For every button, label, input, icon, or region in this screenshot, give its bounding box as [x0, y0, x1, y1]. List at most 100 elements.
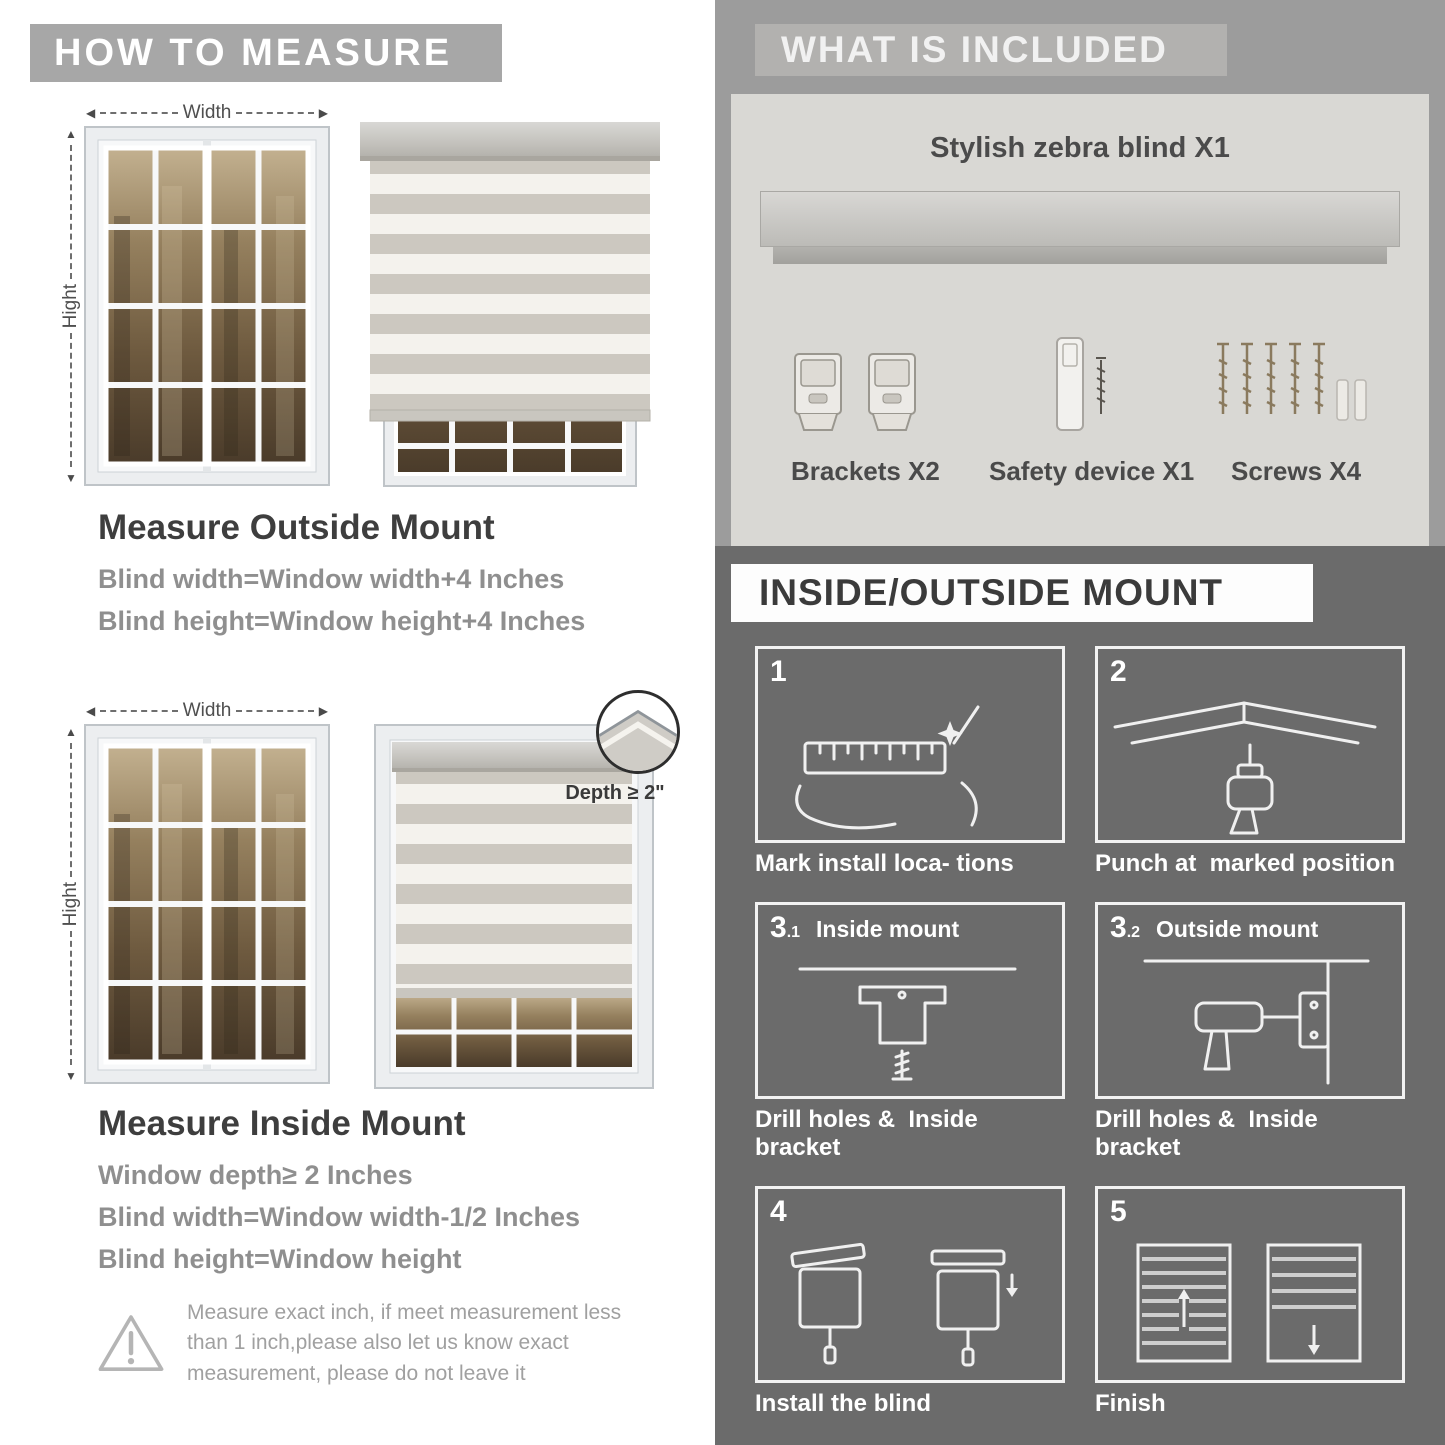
step-3-1: 3 .1 Inside mount	[755, 902, 1065, 1162]
window-illustration	[84, 724, 330, 1084]
step-4: 4	[755, 1186, 1065, 1418]
inside-bracket-illustration	[798, 967, 1017, 1081]
width-label: Width	[182, 700, 232, 721]
step-5-panel: 5	[1095, 1186, 1405, 1383]
step-3-1-caption: Drill holes & Inside bracket	[755, 1106, 985, 1161]
sparkle-icon	[937, 721, 963, 746]
safety-device-icon	[1056, 337, 1106, 431]
what-is-included-header: WHAT IS INCLUDED	[755, 24, 1227, 76]
anchors-icon	[1336, 379, 1367, 421]
finished-blinds-illustration	[1136, 1243, 1362, 1363]
outside-mount-title: Measure Outside Mount	[98, 508, 495, 547]
step-number: 1	[770, 655, 787, 688]
step-2-panel: 2	[1095, 646, 1405, 843]
zebra-blind-outside-illustration	[360, 122, 660, 487]
install-steps-grid: 1	[755, 646, 1405, 1418]
step-5: 5	[1095, 1186, 1405, 1418]
mark-location-illustration	[795, 705, 980, 830]
what-is-included-title: WHAT IS INCLUDED	[781, 29, 1168, 70]
step-3-2-caption: Drill holes & Inside bracket	[1095, 1106, 1325, 1161]
step-4-caption: Install the blind	[755, 1390, 932, 1417]
safety-device-label: Safety device X1	[989, 456, 1195, 486]
outside-mount-figures: ◀ Width ▶ ▲ Hight ▼	[58, 100, 660, 489]
what-is-included-section: WHAT IS INCLUDED Stylish zebra blind X1	[715, 0, 1445, 546]
screws-label: Screws X4	[1231, 456, 1362, 486]
brackets-label: Brackets X2	[791, 456, 940, 486]
outside-height-formula: Blind height=Window height+4 Inches	[98, 606, 586, 636]
step-title: Inside mount	[816, 916, 960, 942]
step-number: 4	[770, 1195, 787, 1228]
step-sub-number: .2	[1126, 924, 1141, 941]
window-figure-inside: ◀ Width ▶ ▲ Hight ▼	[58, 698, 330, 1089]
measure-note: Measure exact inch, if meet measurement …	[95, 1298, 645, 1389]
depth-zoom-circle	[596, 690, 680, 774]
zebra-blind-headrail-illustration	[760, 191, 1400, 264]
height-arrow: ▲ Hight ▼	[58, 724, 84, 1084]
included-item-labels: Brackets X2 Safety device X1 Screws X4	[731, 456, 1429, 488]
inside-outside-mount-header: INSIDE/OUTSIDE MOUNT	[731, 564, 1313, 622]
arrow-up-icon: ▲	[65, 127, 77, 141]
how-to-measure-header: HOW TO MEASURE	[30, 24, 502, 82]
measure-note-text: Measure exact inch, if meet measurement …	[187, 1301, 622, 1385]
inside-blind-figure: Depth ≥ 2"	[374, 690, 680, 1089]
brackets-icon	[789, 350, 921, 434]
step-number: 3	[770, 911, 787, 944]
step-title: Outside mount	[1156, 916, 1319, 942]
width-label: Width	[182, 102, 232, 123]
arrow-down-icon: ▼	[65, 471, 77, 486]
drill-illustration	[1113, 701, 1377, 835]
step-3-1-panel: 3 .1 Inside mount	[755, 902, 1065, 1099]
step-4-panel: 4	[755, 1186, 1065, 1383]
bracket-icon	[794, 353, 842, 431]
width-arrow: ◀ Width ▶	[84, 698, 330, 724]
inside-outside-mount-title: INSIDE/OUTSIDE MOUNT	[759, 572, 1224, 613]
install-blind-illustration	[790, 1242, 1018, 1367]
step-1: 1	[755, 646, 1065, 878]
inside-mount-title: Measure Inside Mount	[98, 1104, 466, 1143]
step-number: 2	[1110, 655, 1127, 688]
outside-width-formula: Blind width=Window width+4 Inches	[98, 564, 565, 594]
bracket-icon	[868, 353, 916, 431]
headrail-lip	[773, 247, 1387, 264]
screws-icon	[1217, 342, 1367, 421]
arrow-right-icon: ▶	[318, 704, 329, 718]
step-number: 5	[1110, 1195, 1127, 1228]
inside-height-formula: Blind height=Window height	[98, 1244, 462, 1274]
arrow-right-icon: ▶	[318, 106, 329, 120]
warning-icon	[98, 1314, 164, 1371]
arrow-left-icon: ◀	[86, 106, 96, 120]
inside-depth-rule: Window depth≥ 2 Inches	[98, 1160, 413, 1190]
inside-mount-figures: ◀ Width ▶ ▲ Hight ▼	[58, 690, 680, 1089]
window-figure-outside: ◀ Width ▶ ▲ Hight ▼	[58, 100, 330, 489]
arrow-up-icon: ▲	[65, 725, 77, 739]
depth-label: Depth ≥ 2"	[565, 782, 665, 804]
included-items	[731, 298, 1429, 438]
height-label: Hight	[60, 283, 81, 329]
step-3-2-panel: 3 .2 Outside mount	[1095, 902, 1405, 1099]
step-number: 3	[1110, 911, 1127, 944]
arrow-down-icon: ▼	[65, 1069, 77, 1084]
mount-instructions-section: INSIDE/OUTSIDE MOUNT 1	[715, 546, 1445, 1445]
zebra-blind-inside-illustration	[374, 724, 654, 1089]
window-corner-detail-icon	[599, 709, 677, 771]
step-5-caption: Finish	[1095, 1390, 1166, 1417]
step-1-caption: Mark install loca- tions	[755, 850, 1014, 877]
inside-width-formula: Blind width=Window width-1/2 Inches	[98, 1202, 581, 1232]
step-2: 2 Punc	[1095, 646, 1405, 878]
outside-bracket-illustration	[1143, 959, 1370, 1085]
headrail-top	[760, 191, 1400, 247]
inside-mount-text: Measure Inside Mount Window depth≥ 2 Inc…	[98, 1104, 580, 1286]
step-sub-number: .1	[786, 924, 801, 941]
height-label: Hight	[60, 881, 81, 927]
step-1-panel: 1	[755, 646, 1065, 843]
step-3-2: 3 .2 Outside mount	[1095, 902, 1405, 1162]
height-arrow: ▲ Hight ▼	[58, 126, 84, 486]
how-to-measure-title: HOW TO MEASURE	[54, 32, 453, 74]
arrow-left-icon: ◀	[86, 704, 96, 718]
width-arrow: ◀ Width ▶	[84, 100, 330, 126]
zebra-blind-count-label: Stylish zebra blind X1	[930, 132, 1230, 164]
outside-mount-text: Measure Outside Mount Blind width=Window…	[98, 508, 585, 648]
step-2-caption: Punch at marked position	[1095, 850, 1396, 877]
included-panel: Stylish zebra blind X1	[731, 94, 1429, 546]
